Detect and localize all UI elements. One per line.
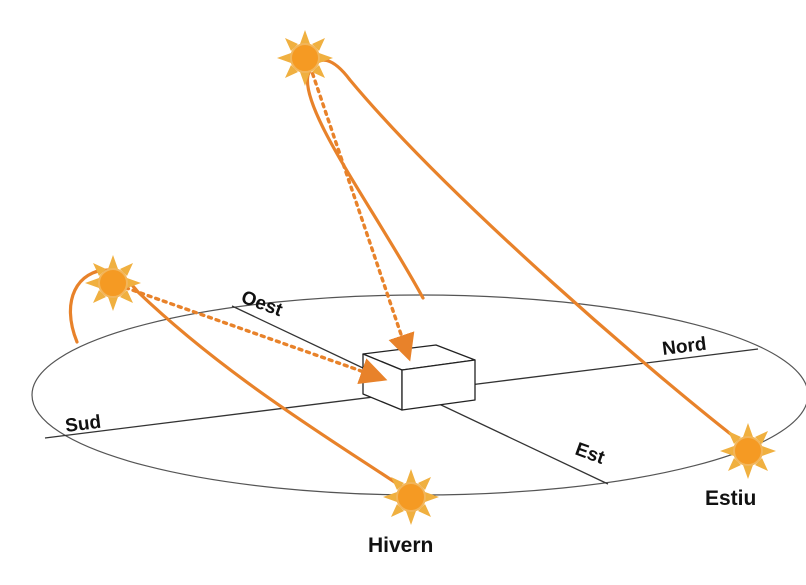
sun-icon: [719, 422, 777, 480]
season-label-winter: Hivern: [368, 534, 433, 557]
sun-icon: [276, 29, 334, 87]
season-label-summer: Estiu: [705, 487, 756, 510]
summer-sunray: [308, 64, 415, 362]
direction-label-south: Sud: [64, 412, 102, 437]
sun-icon: [382, 468, 440, 526]
sun-icon: [84, 254, 142, 312]
direction-label-east: Est: [572, 439, 608, 469]
direction-label-west: Oest: [238, 287, 286, 321]
winter-sunray: [116, 283, 388, 385]
winter-sun-arc: [68, 268, 410, 493]
summer-sun-arc: [305, 58, 748, 448]
building-block: [362, 344, 476, 411]
